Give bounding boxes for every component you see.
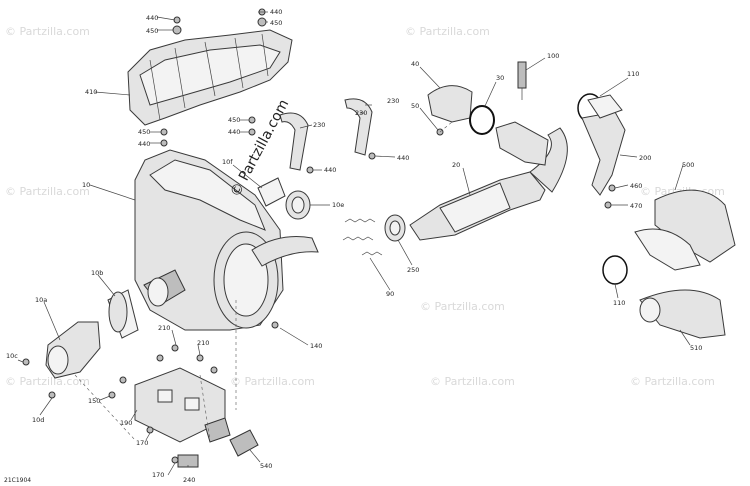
callout-230: 230 [387, 97, 399, 105]
silencer-shield-510[interactable] [639, 289, 726, 339]
watermark: © Partzilla.com [5, 25, 90, 38]
callout-190: 190 [120, 419, 132, 427]
silencer-shield-500[interactable] [634, 189, 736, 271]
callout-450: 450 [270, 19, 282, 27]
head-pipe-20[interactable] [409, 127, 568, 241]
callout-30: 30 [496, 74, 504, 82]
callout-10b: 10b [91, 269, 103, 277]
assembly-lines [74, 121, 453, 441]
callout-100: 100 [547, 52, 559, 60]
watermark: © Partzilla.com [420, 300, 505, 313]
callout-230: 230 [313, 121, 325, 129]
callout-10f: 10f [222, 158, 233, 166]
callout-440: 440 [228, 128, 240, 136]
callout-440: 440 [270, 8, 282, 16]
callout-200: 200 [639, 154, 651, 162]
callout-230: 230 [355, 109, 367, 117]
watermark: © Partzilla.com [630, 375, 715, 388]
background-watermarks: © Partzilla.com © Partzilla.com © Partzi… [5, 25, 725, 388]
springs-90[interactable] [342, 218, 383, 256]
callout-450: 450 [228, 116, 240, 124]
callout-150: 150 [88, 397, 100, 405]
watermark: © Partzilla.com [5, 375, 90, 388]
callout-470: 470 [630, 202, 642, 210]
callout-500: 500 [682, 161, 694, 169]
callout-440: 440 [138, 140, 150, 148]
heat-shield-40[interactable] [427, 85, 473, 123]
callout-90: 90 [386, 290, 394, 298]
callout-440: 440 [324, 166, 336, 174]
callout-20: 20 [452, 161, 460, 169]
callout-460: 460 [630, 182, 642, 190]
bracket-200[interactable] [581, 94, 626, 196]
gasket-10e[interactable] [285, 190, 311, 220]
seal-ring-30[interactable] [469, 105, 495, 135]
tailpipe-10a[interactable] [45, 321, 101, 379]
callout-210: 210 [158, 324, 170, 332]
callout-10a: 10a [35, 296, 47, 304]
callout-410: 410 [85, 88, 97, 96]
diagram-code: 21C1904 [4, 477, 31, 484]
callout-450: 450 [146, 27, 158, 35]
sensor-100[interactable] [517, 61, 527, 100]
callout-240: 240 [183, 476, 195, 484]
callout-450: 450 [138, 128, 150, 136]
heat-shield-410[interactable] [127, 29, 293, 126]
callout-110: 110 [627, 70, 639, 78]
callout-510: 510 [690, 344, 702, 352]
callout-250: 250 [407, 266, 419, 274]
ring-gasket-250[interactable] [384, 214, 406, 242]
callout-10: 10 [82, 181, 90, 189]
grommet-540[interactable] [229, 429, 259, 457]
callout-540: 540 [260, 462, 272, 470]
center-watermark: © Partzilla.com [227, 97, 292, 200]
callout-170: 170 [152, 471, 164, 479]
callout-170: 170 [136, 439, 148, 447]
watermark: © Partzilla.com [230, 375, 315, 388]
callout-440: 440 [146, 14, 158, 22]
clamp-110-lower[interactable] [602, 255, 628, 285]
muffler-10[interactable] [134, 149, 319, 331]
callout-140: 140 [310, 342, 322, 350]
leader-lines [17, 11, 691, 476]
callout-440: 440 [397, 154, 409, 162]
callout-210: 210 [197, 339, 209, 347]
callout-110: 110 [613, 299, 625, 307]
callout-40: 40 [411, 60, 419, 68]
callout-50: 50 [411, 102, 419, 110]
bracket-230-right[interactable] [344, 98, 373, 156]
flange-10f[interactable] [257, 177, 286, 207]
elbow-pipe[interactable] [495, 121, 549, 166]
watermark: © Partzilla.com [5, 185, 90, 198]
watermark: © Partzilla.com [405, 25, 490, 38]
bracket-230-left[interactable] [279, 112, 309, 171]
callout-10e: 10e [332, 201, 344, 209]
watermark: © Partzilla.com [430, 375, 515, 388]
callout-10d: 10d [32, 416, 44, 424]
callout-10c: 10c [6, 352, 18, 360]
cone-10b[interactable] [107, 289, 139, 339]
callout-labels: 440 450 440 450 410 450 440 450 440 230 … [6, 8, 702, 484]
mount-bracket-190[interactable] [134, 367, 231, 443]
